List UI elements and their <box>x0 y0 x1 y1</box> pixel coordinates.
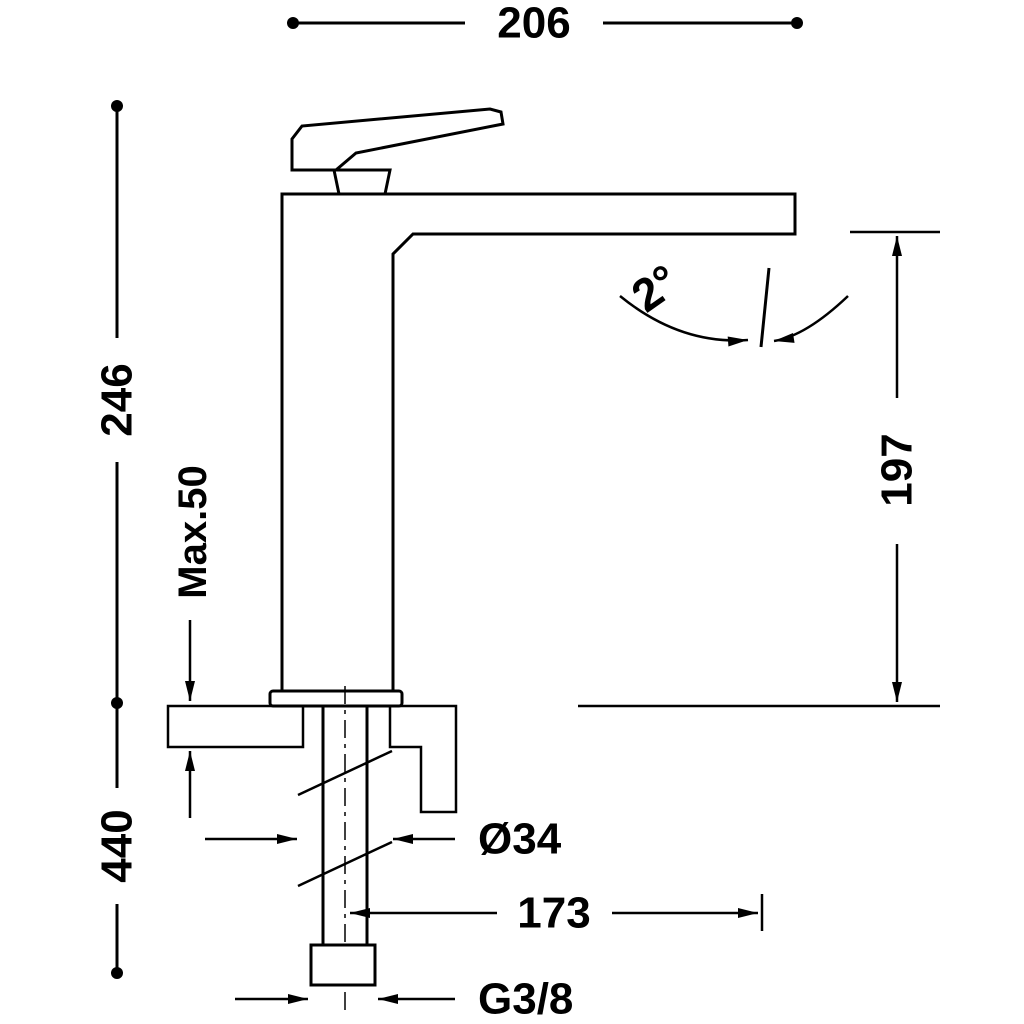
supply-pipe <box>297 686 393 1014</box>
countertop-left-slab <box>166 704 305 749</box>
dim-spout-height-197: 197 <box>578 230 940 708</box>
dim-label-max50: Max.50 <box>171 465 215 598</box>
break-line <box>297 840 393 888</box>
dim-max50: Max.50 <box>171 465 215 818</box>
dim-height-440: 440 <box>93 703 142 979</box>
dim-angle-2deg: 2° <box>619 254 849 348</box>
dim-thread-g38: G3/8 <box>235 975 573 1024</box>
dim-label-206: 206 <box>497 0 570 48</box>
dim-reach-173: 173 <box>350 889 764 938</box>
dim-label-197: 197 <box>873 433 922 506</box>
water-stream-axis <box>759 267 771 348</box>
countertop-right-slab <box>388 704 458 814</box>
angle-arc-right <box>773 295 849 343</box>
dim-label-2deg: 2° <box>622 254 688 322</box>
faucet <box>268 107 797 708</box>
dim-label-g38: G3/8 <box>478 975 573 1024</box>
mounting-nut <box>309 943 377 987</box>
dim-diameter-34: Ø34 <box>205 815 562 864</box>
faucet-lever-handle <box>290 107 505 172</box>
angle-arc-left <box>619 295 749 347</box>
countertop-section <box>166 704 458 814</box>
dim-height-246: 246 <box>93 100 142 709</box>
dim-width-206: 206 <box>287 0 803 48</box>
dim-label-d34: Ø34 <box>478 815 562 864</box>
faucet-body-and-spout <box>280 192 797 693</box>
faucet-base-flange <box>268 689 404 708</box>
dim-label-173: 173 <box>517 889 590 938</box>
dim-label-246: 246 <box>93 363 142 436</box>
dim-label-440: 440 <box>93 809 142 882</box>
faucet-cartridge-neck <box>332 168 392 196</box>
break-line <box>297 749 393 797</box>
